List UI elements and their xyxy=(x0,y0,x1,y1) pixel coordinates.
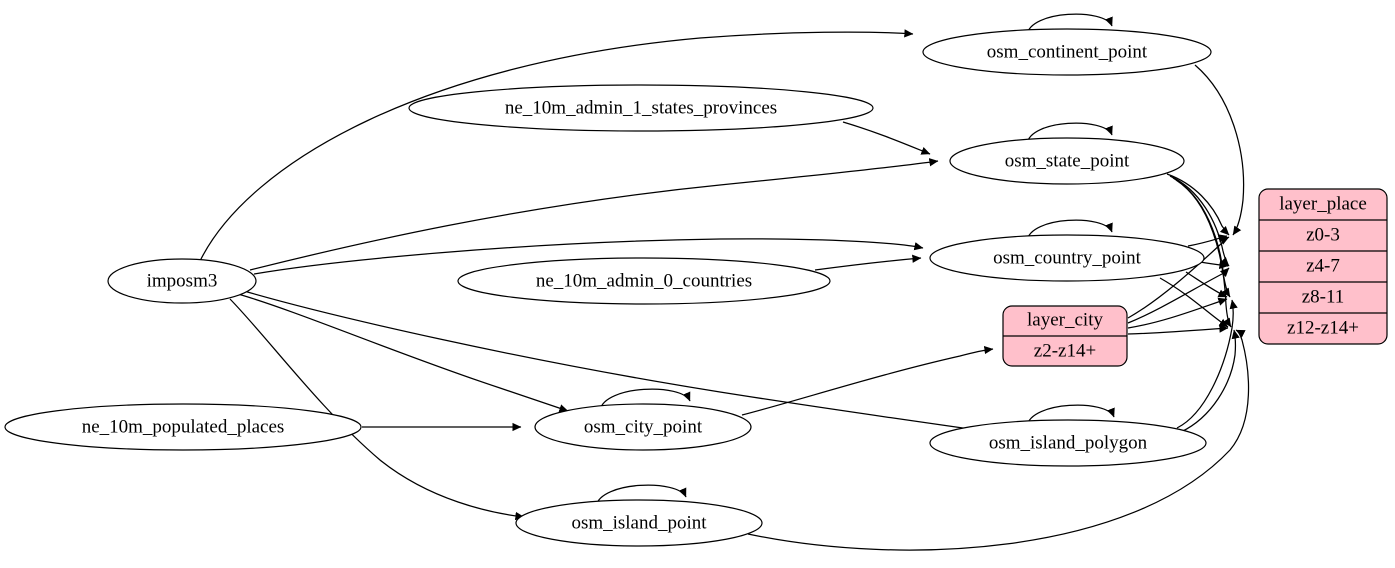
node-ellipse[interactable] xyxy=(949,137,1185,185)
node-osm_island_point[interactable]: osm_island_point xyxy=(515,499,763,547)
node-osm_country_point[interactable]: osm_country_point xyxy=(929,234,1205,282)
selfloop-osm_state_point xyxy=(1026,122,1113,145)
layer_place-row-z12-z14[interactable]: z12-z14+ xyxy=(1287,317,1359,338)
node-ellipse[interactable] xyxy=(4,403,362,451)
record-node-layer_place[interactable]: layer_place z0-3 z4-7 z8-11 z12-z14+ xyxy=(1258,188,1388,345)
edge-imposm3-to-osm_island_polygon xyxy=(243,290,998,436)
edge-osm_country_point-to-layer_place-z12-z14 xyxy=(1159,277,1229,328)
edge-imposm3-to-osm_country_point xyxy=(253,238,924,275)
edge-osm_country_point-to-layer_place-z0-3 xyxy=(1187,234,1228,247)
layer_city-row-z2-z14[interactable]: z2-z14+ xyxy=(1034,340,1096,361)
edge-osm_island_polygon-to-layer_place-z12-z14 xyxy=(1180,329,1240,433)
node-osm_continent_point[interactable]: osm_continent_point xyxy=(922,28,1212,76)
node-osm_state_point[interactable]: osm_state_point xyxy=(949,137,1185,185)
node-osm_city_point[interactable]: osm_city_point xyxy=(534,403,752,451)
node-label: osm_island_point xyxy=(571,512,707,533)
node-label: osm_state_point xyxy=(1005,150,1130,171)
node-imposm3[interactable]: imposm3 xyxy=(107,258,257,304)
node-ellipse[interactable] xyxy=(107,258,257,304)
record-node-layer_city[interactable]: layer_city z2-z14+ xyxy=(1002,305,1128,367)
node-ne_10m_admin_1_states_provinces[interactable]: ne_10m_admin_1_states_provinces xyxy=(408,84,874,132)
node-osm_island_polygon[interactable]: osm_island_polygon xyxy=(929,419,1207,467)
layer_place-row-z4-7[interactable]: z4-7 xyxy=(1306,255,1340,276)
edge-layer_city-to-layer_place-z4-7 xyxy=(1127,267,1230,324)
node-ne_10m_admin_0_countries[interactable]: ne_10m_admin_0_countries xyxy=(457,257,831,305)
edge-ne_states_provinces-to-osm_state_point xyxy=(842,121,931,155)
layer_place-row-z8-11[interactable]: z8-11 xyxy=(1302,286,1345,307)
node-label: ne_10m_admin_0_countries xyxy=(536,270,752,291)
edge-layer_city-to-layer_place-z0-3 xyxy=(1127,236,1230,319)
node-label: osm_country_point xyxy=(993,247,1141,268)
node-ellipse[interactable] xyxy=(922,28,1212,76)
edge-layer_city-to-layer_place-z12-z14 xyxy=(1127,324,1229,335)
edge-imposm3-to-osm_state_point xyxy=(249,158,939,271)
edge-osm_continent_point-to-layer_place-z0-3 xyxy=(1194,64,1245,236)
node-ellipse[interactable] xyxy=(408,84,874,132)
selfloop-osm_island_point xyxy=(595,484,687,507)
layer_city-header-label: layer_city xyxy=(1027,309,1103,330)
edge-osm_country_point-to-layer_place-z8-11 xyxy=(1185,271,1228,298)
edge-layer_city-to-layer_place-z8-11 xyxy=(1127,297,1228,329)
edge-osm_city_point-to-layer_city xyxy=(741,345,994,416)
node-label: osm_island_polygon xyxy=(989,432,1148,453)
selfloop-osm_city_point xyxy=(599,388,691,411)
edge-osm_state_point-to-layer_place-z12-z14 xyxy=(1175,179,1232,328)
selfloop-osm_continent_point xyxy=(1026,13,1113,36)
layer_place-row-z0-3[interactable]: z0-3 xyxy=(1306,224,1340,245)
layer_place-header-label: layer_place xyxy=(1279,193,1367,214)
node-layer: imposm3 ne_10m_populated_places ne_10m_a… xyxy=(4,28,1212,547)
selfloop-osm_country_point xyxy=(1026,219,1113,242)
edge-osm_country_point-to-layer_place-z4-7 xyxy=(1199,260,1229,270)
node-label: imposm3 xyxy=(147,270,218,291)
edge-imposm3-to-osm_city_point xyxy=(237,293,569,413)
node-ellipse[interactable] xyxy=(457,257,831,305)
node-label: osm_continent_point xyxy=(987,41,1148,62)
node-ellipse[interactable] xyxy=(534,403,752,451)
node-ne_10m_populated_places[interactable]: ne_10m_populated_places xyxy=(4,403,362,451)
edge-imposm3-to-osm_continent_point xyxy=(199,29,914,262)
node-label: osm_city_point xyxy=(584,416,703,437)
edge-ne_countries-to-osm_country_point xyxy=(814,254,922,271)
node-label: ne_10m_admin_1_states_provinces xyxy=(505,97,777,118)
selfloop-osm_island_polygon xyxy=(1026,404,1115,427)
node-ellipse[interactable] xyxy=(929,419,1207,467)
edge-osm_island_point-to-layer_place-z12-z14 xyxy=(747,329,1250,551)
node-ellipse[interactable] xyxy=(515,499,763,547)
edge-layer xyxy=(199,13,1250,551)
edge-osm_state_point-to-layer_place-z0-3 xyxy=(1166,173,1230,236)
node-label: ne_10m_populated_places xyxy=(82,416,285,437)
edge-osm_island_polygon-to-layer_place-z8-11 xyxy=(1176,299,1238,429)
node-ellipse[interactable] xyxy=(929,234,1205,282)
edge-imposm3-to-osm_island_point xyxy=(229,298,525,521)
layer_place-box[interactable] xyxy=(1258,188,1388,345)
